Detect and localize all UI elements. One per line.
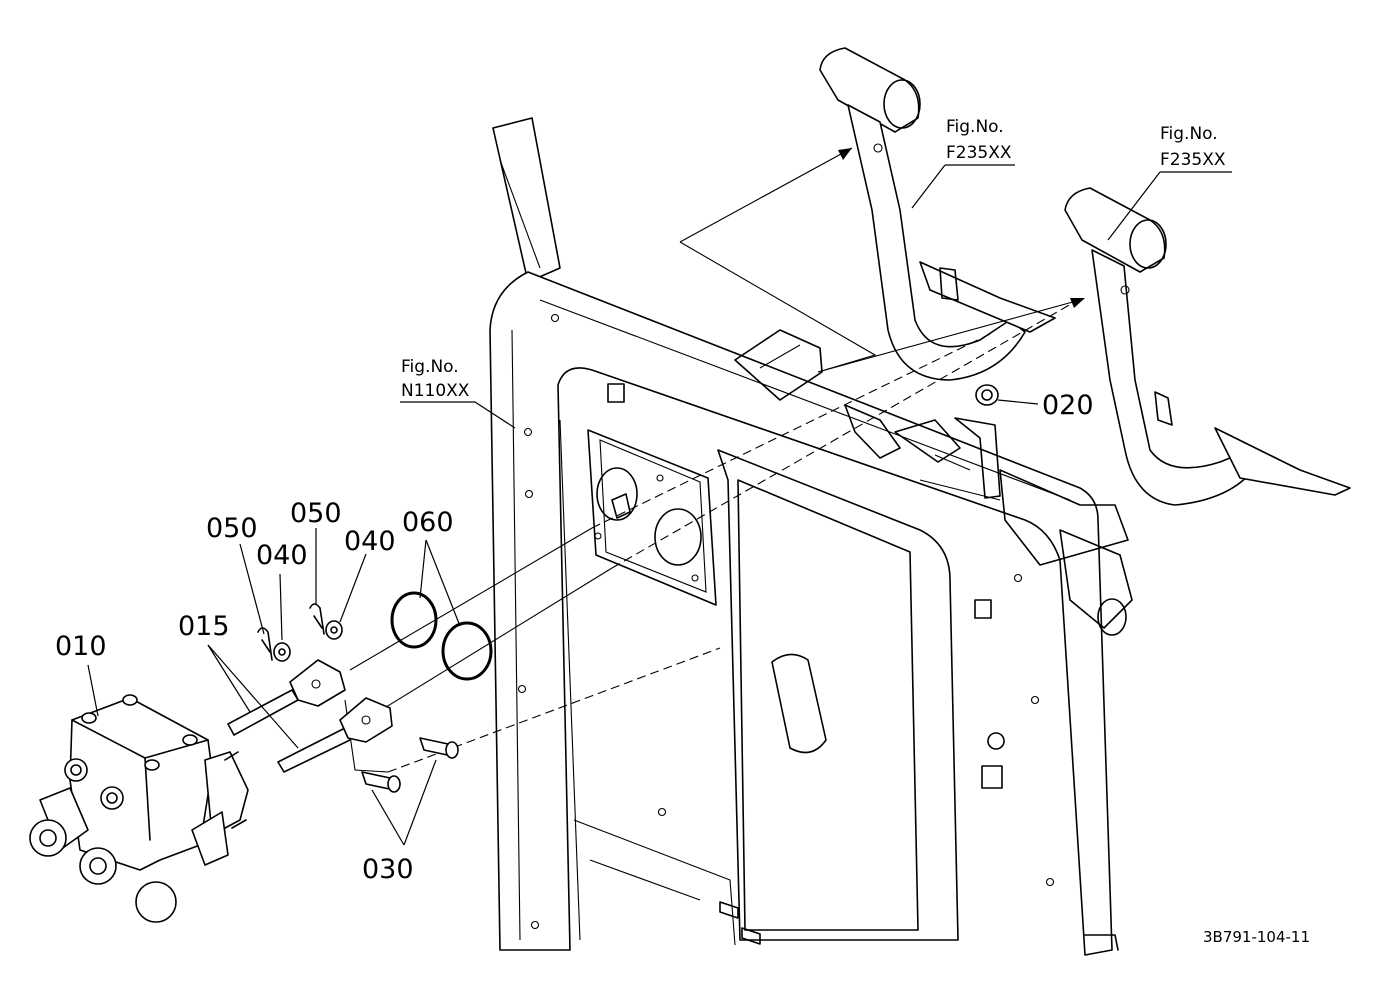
pedal-arrows [679,147,1085,373]
brake-pedal-left [819,47,1056,381]
callout-050-left: 050 [206,513,258,544]
callout-010: 010 [55,631,107,662]
fig-ref-n110-line1: Fig.No. [401,357,459,377]
callout-030: 030 [362,854,414,885]
brake-pedal-right [1064,187,1351,506]
part-020-nut [975,384,999,406]
fig-ref-f235-right-line2: F235XX [1160,150,1226,170]
part-050-snap-pins [257,603,325,661]
clevis-yokes [289,659,393,743]
callout-015: 015 [178,611,230,642]
main-frame-panel [489,271,1119,956]
part-010-master-cylinder [29,694,249,923]
callout-050-right: 050 [290,498,342,529]
part-040-washers [273,620,343,662]
callout-labels: 010 015 020 030 040 040 050 050 060 [55,390,1094,885]
mounting-plate [587,429,717,606]
callout-040-left: 040 [256,540,308,571]
callout-040-right: 040 [344,526,396,557]
fig-ref-f235-right-line1: Fig.No. [1160,124,1218,144]
callout-060: 060 [402,507,454,538]
part-015-push-rods [227,689,351,773]
leader-lines [87,164,1232,846]
part-060-o-rings [390,591,493,681]
fig-ref-n110-line2: N110XX [401,381,470,401]
figure-references: Fig.No. N110XX Fig.No. F235XX Fig.No. F2… [401,117,1226,401]
frame-post [492,117,561,283]
callout-020: 020 [1042,390,1094,421]
fig-ref-f235-left-line2: F235XX [946,143,1012,163]
fig-ref-f235-left-line1: Fig.No. [946,117,1004,137]
part-030-pins [361,737,459,793]
drawing-code: 3B791-104-11 [1203,928,1310,946]
